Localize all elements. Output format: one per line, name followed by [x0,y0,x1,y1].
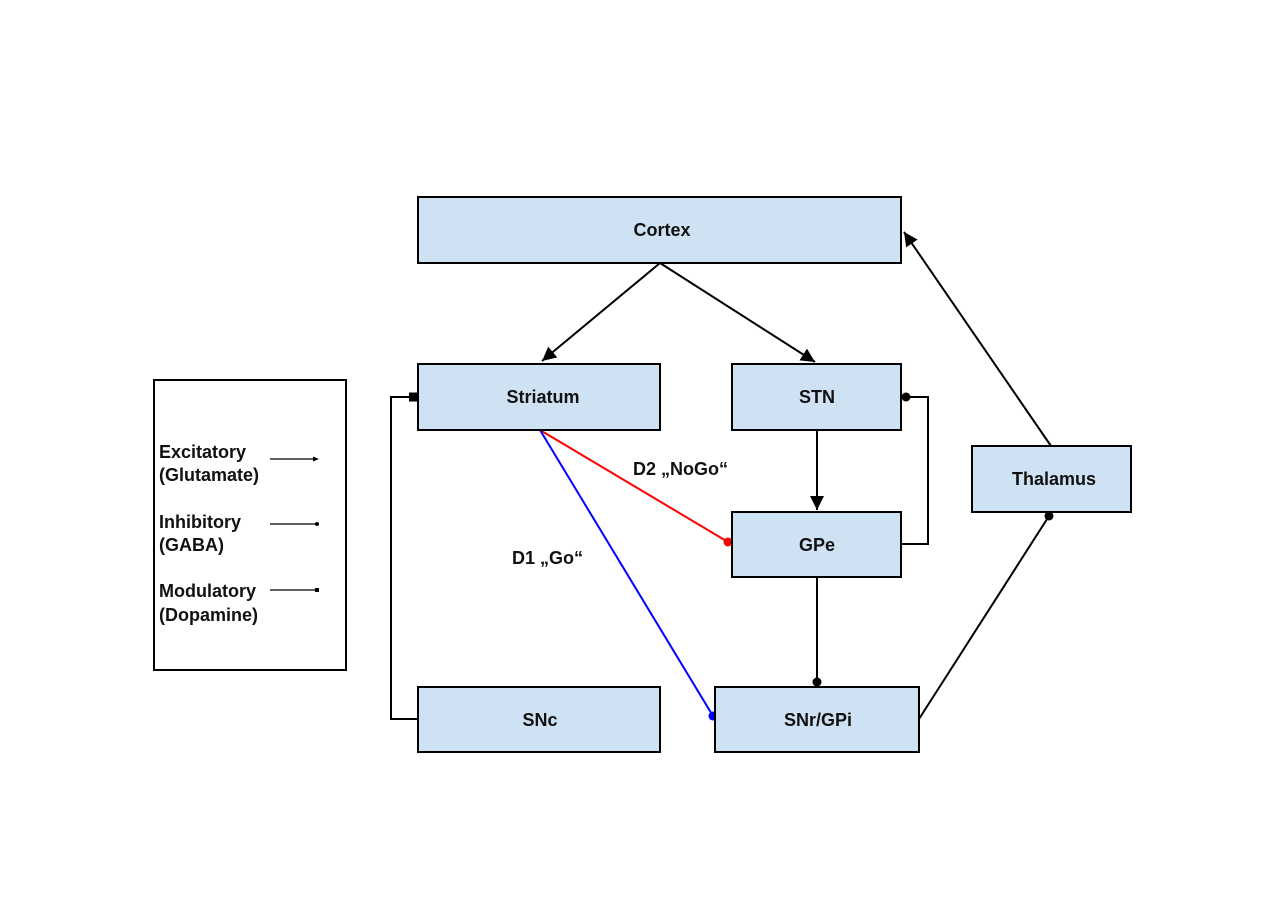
legend-item-inhibitory: Inhibitory (GABA) [159,512,319,555]
legend-box [153,379,347,671]
node-box [971,445,1132,513]
modulatory-terminal-icon [409,392,418,402]
inhibitory-terminal-icon [723,537,733,547]
edge-striatum-snr-gpi-d1 [539,429,714,717]
node-gpe: GPe [731,511,902,578]
edge-snr-gpi-thalamus [918,515,1050,720]
edge-label-d2: D2 „NoGo“ [633,459,728,479]
node-box [731,363,902,431]
node-label: STN [799,387,835,407]
node-snc: SNc [417,686,661,753]
node-snr-gpi: SNr/GPi [714,686,920,753]
node-box [417,196,902,264]
node-cortex: Cortex [417,196,902,264]
node-label: SNc [522,710,557,730]
node-box [417,363,661,431]
legend-label: Excitatory [159,442,246,462]
node-label: SNr/GPi [784,710,852,730]
edge-gpe-stn [901,396,929,545]
legend-item-excitatory: Excitatory (Glutamate) [159,442,319,485]
node-label: Cortex [633,220,690,240]
node-box [731,511,902,578]
inhibitory-terminal-icon [812,677,822,687]
node-label: GPe [799,535,835,555]
edges [390,231,1054,721]
edge-cortex-striatum [541,262,661,362]
edge-snc-striatum [390,396,418,720]
edge-label-d1: D1 „Go“ [512,548,583,568]
legend-label: Inhibitory [159,512,241,532]
node-striatum: Striatum [417,363,661,431]
node-label: Striatum [506,387,579,407]
node-box [714,686,920,753]
edge-striatum-gpe-d2 [539,429,729,543]
legend: Excitatory (Glutamate) Inhibitory (GABA)… [153,379,347,671]
legend-sublabel: (Glutamate) [159,465,259,485]
square-end-icon [315,588,319,592]
node-thalamus: Thalamus [971,445,1132,513]
legend-sublabel: (GABA) [159,535,224,555]
arrow-head-icon [313,456,319,462]
node-label: Thalamus [1012,469,1096,489]
node-stn: STN [731,363,902,431]
node-box [417,686,661,753]
edge-cortex-stn [659,262,816,363]
inhibitory-terminal-icon [901,392,911,402]
legend-item-modulatory: Modulatory (Dopamine) [159,581,319,625]
dot-end-icon [315,522,319,526]
legend-label: Modulatory [159,581,256,601]
edge-thalamus-cortex [903,231,1052,447]
legend-sublabel: (Dopamine) [159,605,258,625]
inhibitory-terminal-icon [1044,511,1054,521]
